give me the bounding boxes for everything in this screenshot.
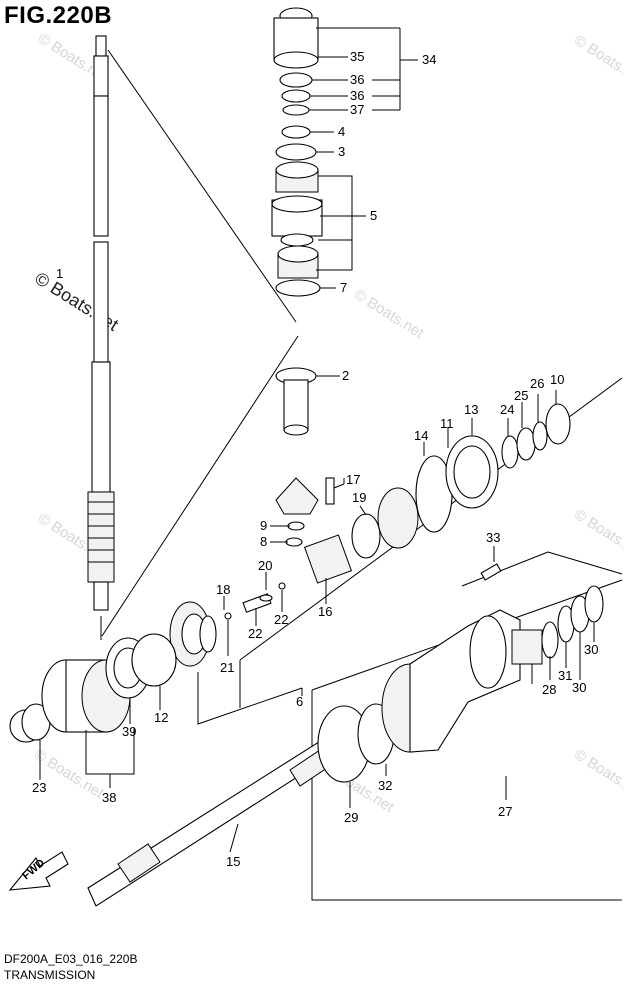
callout: 6 — [296, 694, 303, 709]
callout: 36 — [350, 88, 364, 103]
callout: 22 — [274, 612, 288, 627]
callout: 38 — [102, 790, 116, 805]
callout: 33 — [486, 530, 500, 545]
callout: 35 — [350, 49, 364, 64]
callout: 8 — [260, 534, 267, 549]
callout: 16 — [318, 604, 332, 619]
rear-bearing-parts — [9, 633, 177, 743]
callout: 7 — [340, 280, 347, 295]
callout: 3 — [338, 144, 345, 159]
callout: 10 — [550, 372, 564, 387]
callout: 31 — [558, 668, 572, 683]
upper-bearing-stack — [271, 7, 323, 297]
diagram-code: DF200A_E03_016_220B — [4, 952, 138, 966]
callout: 37 — [350, 102, 364, 117]
callout: 34 — [422, 52, 436, 67]
callout: 1 — [56, 266, 63, 281]
callout-numbers: 1 2 3 4 5 6 7 8 9 10 11 12 13 14 15 16 1… — [20, 49, 598, 882]
callout: 24 — [500, 402, 514, 417]
callout: 23 — [32, 780, 46, 795]
callout: 32 — [378, 778, 392, 793]
callout: 20 — [258, 558, 272, 573]
callout: 36 — [350, 72, 364, 87]
callout: 30 — [572, 680, 586, 695]
callout: 14 — [414, 428, 428, 443]
callout: 27 — [498, 804, 512, 819]
reverse-gear — [169, 601, 217, 667]
figure-title: FIG.220B — [4, 2, 113, 29]
callout: 4 — [338, 124, 345, 139]
callout: 2 — [342, 368, 349, 383]
callout: 22 — [248, 626, 262, 641]
callout: 29 — [344, 810, 358, 825]
callout: 9 — [260, 518, 267, 533]
sleeve — [275, 367, 317, 436]
callout: 13 — [464, 402, 478, 417]
callout: 39 — [122, 724, 136, 739]
callout: 15 — [226, 854, 240, 869]
callout: 25 — [514, 388, 528, 403]
callout: 28 — [542, 682, 556, 697]
fwd-arrow-icon — [8, 851, 69, 891]
clutch-dog — [224, 534, 353, 620]
section-name: TRANSMISSION — [4, 968, 96, 982]
forward-gear — [351, 435, 499, 559]
callout: 5 — [370, 208, 377, 223]
propeller-shaft — [87, 739, 337, 907]
callout: 18 — [216, 582, 230, 597]
callout: 30 — [584, 642, 598, 657]
gear-case — [317, 563, 604, 783]
leader-lines — [39, 27, 595, 853]
callout: 12 — [154, 710, 168, 725]
pinion-gear — [275, 477, 335, 547]
shim-rings — [501, 403, 571, 469]
callout: 26 — [530, 376, 544, 391]
callout: 21 — [220, 660, 234, 675]
drive-shaft — [87, 35, 115, 640]
callout: 19 — [352, 490, 366, 505]
boundary-lines — [101, 49, 623, 901]
callout: 17 — [346, 472, 360, 487]
callout: 11 — [440, 416, 454, 431]
